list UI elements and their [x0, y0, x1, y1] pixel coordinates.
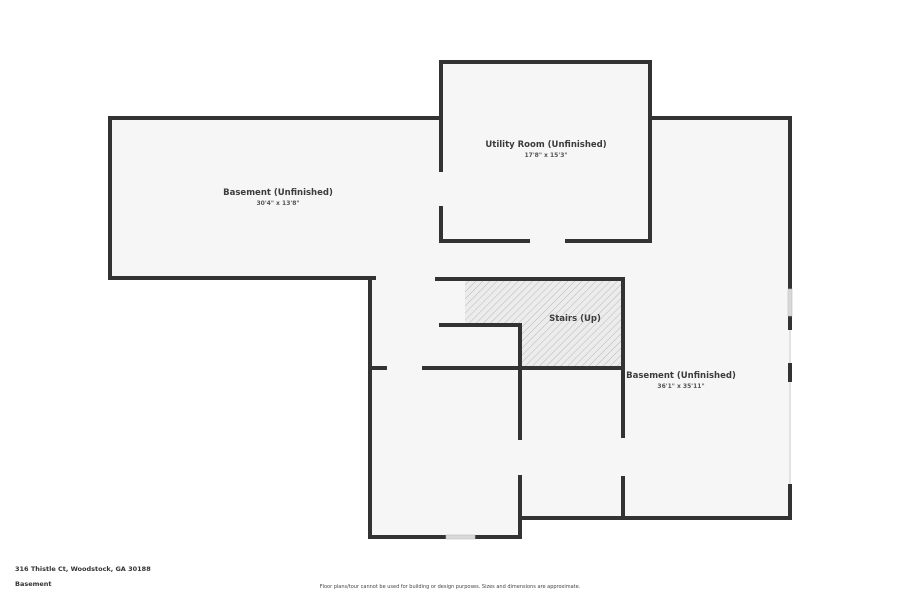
room-label-stairs: Stairs (Up): [549, 314, 601, 325]
room-name: Basement (Unfinished): [223, 188, 333, 198]
floor-level-label: Basement: [15, 580, 52, 588]
disclaimer-text: Floor plans/tour cannot be used for buil…: [319, 584, 581, 590]
room-label-basement-west: Basement (Unfinished) 30'4" x 13'8": [223, 188, 333, 208]
stairs-hatch: [465, 281, 623, 367]
room-name: Stairs (Up): [549, 314, 601, 324]
walls: [108, 60, 792, 539]
windows: [445, 288, 793, 540]
property-address: 316 Thistle Ct, Woodstock, GA 30188: [15, 565, 151, 573]
room-label-basement-east: Basement (Unfinished) 36'1" x 35'11": [626, 371, 736, 391]
room-dimensions: 30'4" x 13'8": [256, 200, 300, 207]
room-label-utility-room: Utility Room (Unfinished) 17'8" x 15'3": [485, 140, 606, 160]
floor-area: [110, 62, 790, 537]
room-name: Basement (Unfinished): [626, 371, 736, 381]
room-dimensions: 36'1" x 35'11": [657, 383, 705, 390]
room-dimensions: 17'8" x 15'3": [524, 152, 568, 159]
room-name: Utility Room (Unfinished): [485, 140, 607, 150]
